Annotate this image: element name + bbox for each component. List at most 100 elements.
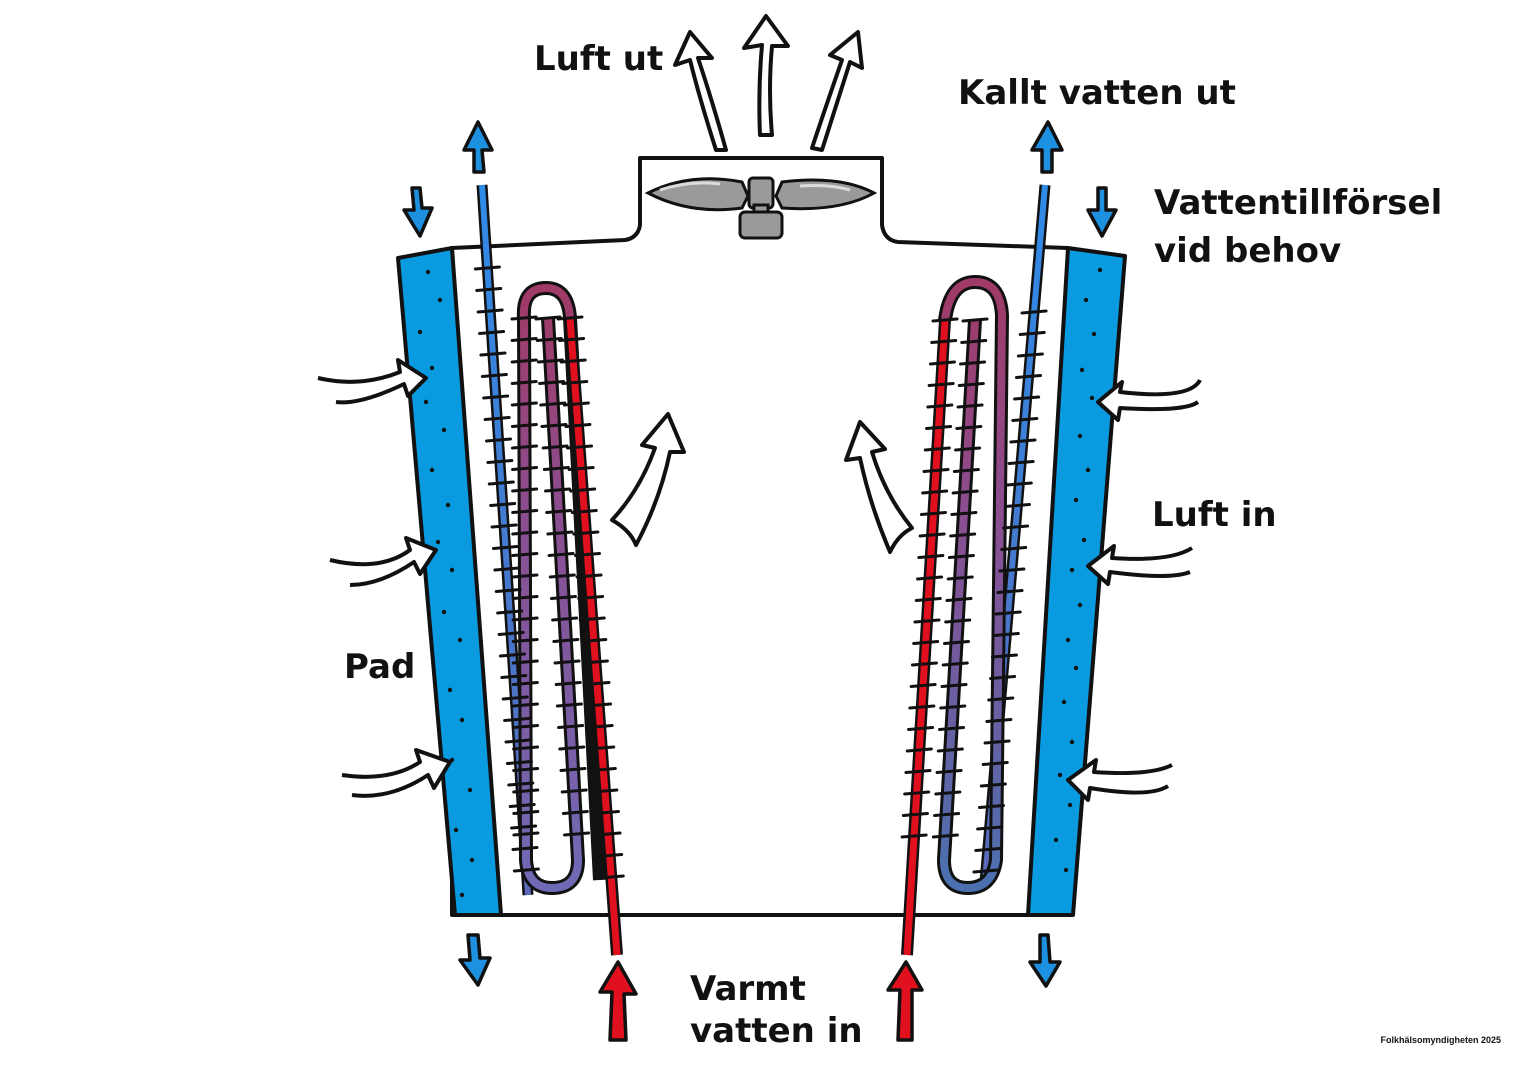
coil-fin xyxy=(909,683,937,688)
coil-fin xyxy=(548,573,576,579)
coil-fin xyxy=(941,661,969,667)
coil-fin xyxy=(907,726,935,731)
coil-fin xyxy=(903,790,931,796)
coil-fin xyxy=(504,738,532,744)
coil-fin xyxy=(913,618,941,624)
coil-fin xyxy=(985,718,1013,723)
coil-fin xyxy=(549,595,577,600)
coil-fin xyxy=(927,382,955,387)
coil-fin xyxy=(983,739,1011,745)
pad-dot xyxy=(417,329,423,335)
coil-fin xyxy=(473,265,501,271)
coil-fin xyxy=(588,745,616,751)
coil-fin xyxy=(552,638,580,643)
coil-fin xyxy=(901,812,929,817)
coil-fin xyxy=(511,509,539,514)
coil-fin xyxy=(942,640,970,645)
coil-fin xyxy=(581,659,609,665)
coil-fin xyxy=(589,767,617,772)
coil-fin xyxy=(567,466,595,471)
label-air-in: Luft in xyxy=(1152,495,1277,535)
coil-fin xyxy=(923,446,951,452)
coil-fin xyxy=(580,638,608,643)
coil-fin xyxy=(534,315,562,321)
air-out-arrows xyxy=(673,14,864,152)
coil-fin xyxy=(497,631,525,636)
pad-dot xyxy=(453,827,459,833)
pad-dot xyxy=(1073,665,1079,671)
coil-fin xyxy=(560,788,588,794)
coil-fin xyxy=(910,661,938,667)
pad-dot xyxy=(423,399,429,405)
coil-fin xyxy=(554,681,582,686)
coil-fin xyxy=(491,545,519,550)
pad-dot xyxy=(1057,772,1063,778)
coil-fin xyxy=(510,444,538,450)
coil-fin xyxy=(900,833,928,839)
coil-fin xyxy=(916,575,944,581)
coil-fin xyxy=(931,833,959,839)
coil-fin xyxy=(556,315,584,321)
label-warm-water-in-line1: Varmt xyxy=(690,969,806,1009)
coil-fin xyxy=(483,416,511,421)
coil-fin xyxy=(570,509,598,514)
coil-fin xyxy=(994,610,1022,616)
coil-fin xyxy=(512,788,540,794)
coil-fin xyxy=(545,509,573,514)
pad-dot xyxy=(447,687,453,693)
coil-fin xyxy=(977,804,1005,809)
pad-right xyxy=(1026,246,1127,917)
coil-fin xyxy=(482,394,510,400)
coil-fin xyxy=(555,702,583,708)
pad-texture xyxy=(417,267,1103,898)
coil-fin xyxy=(557,724,585,729)
coil-fin xyxy=(551,616,579,622)
coil-fin xyxy=(510,423,538,428)
coil-fin xyxy=(925,425,953,430)
label-air-out: Luft ut xyxy=(534,39,664,79)
coil-fin xyxy=(996,589,1024,594)
pad-dot xyxy=(1073,497,1079,503)
coil-fin xyxy=(575,573,603,579)
coil-fin xyxy=(961,317,989,323)
coil-fin xyxy=(500,674,528,679)
coil-fin xyxy=(912,640,940,645)
coil-fin xyxy=(564,423,592,428)
coil-fin xyxy=(904,769,932,774)
pad-dot xyxy=(1081,537,1087,543)
coil-fin xyxy=(583,681,611,686)
coil-fin xyxy=(1013,395,1041,401)
coil-fin xyxy=(573,552,601,557)
pad-dot xyxy=(1061,699,1067,705)
pad-dot xyxy=(1079,367,1085,373)
coil-fin xyxy=(510,401,538,407)
coil-fin xyxy=(578,616,606,622)
coil-fin xyxy=(952,468,980,473)
coil-fin xyxy=(489,502,517,507)
pad-dot xyxy=(1089,395,1095,401)
coil-fin xyxy=(569,487,597,493)
coil-fin xyxy=(511,616,539,622)
water-flow-arrow-icon xyxy=(402,120,1118,988)
coil-fin xyxy=(987,696,1015,702)
pad-dot xyxy=(1063,867,1069,873)
pad-dot xyxy=(1083,297,1089,303)
coil-fin xyxy=(1016,352,1044,358)
coil-fin xyxy=(498,652,526,658)
coil-fin xyxy=(946,575,974,581)
coil-fin xyxy=(1005,481,1033,487)
pad-dot xyxy=(1091,331,1097,337)
coil-fin xyxy=(547,552,575,557)
coil-fin xyxy=(476,308,504,314)
coil-fin xyxy=(511,681,539,686)
pad-dot xyxy=(1067,802,1073,808)
coil-fin xyxy=(933,812,961,817)
coil-fin xyxy=(561,380,589,385)
coil-fin xyxy=(930,339,958,344)
coil-fin xyxy=(511,530,539,536)
coil-fin xyxy=(512,767,540,772)
coil-fin xyxy=(512,867,540,873)
coil-fin xyxy=(558,337,586,342)
pad-dot xyxy=(429,365,435,371)
